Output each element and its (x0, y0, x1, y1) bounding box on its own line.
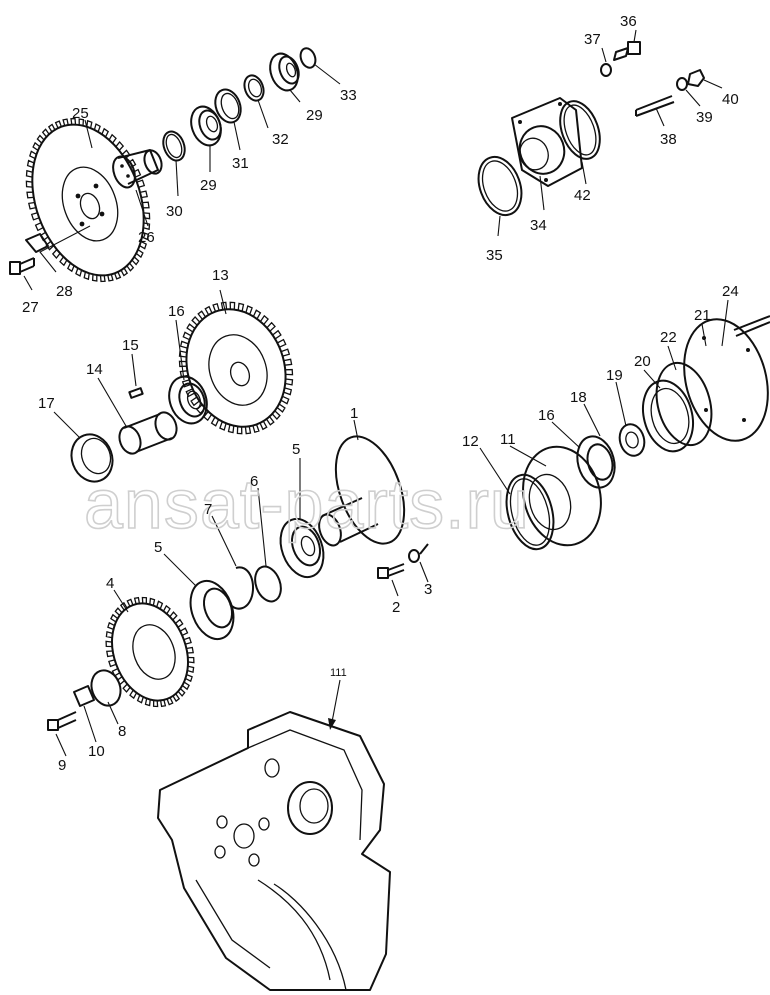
bolt-2-icon (377, 563, 405, 579)
callout-30: 30 (166, 203, 183, 220)
bolt-24-icon (733, 315, 770, 337)
callout-21: 21 (694, 307, 711, 324)
callout-20: 20 (634, 353, 651, 370)
seal-20-icon (642, 379, 694, 453)
callout-15: 15 (122, 337, 139, 354)
callout-28: 28 (56, 283, 73, 300)
callout-16a: 16 (168, 303, 185, 320)
bearing-5b-icon (189, 579, 235, 641)
callout-27: 27 (22, 299, 39, 316)
key-15-icon (128, 387, 144, 399)
callout-6: 6 (250, 473, 258, 490)
bearing-16a-icon (168, 375, 208, 425)
callout-40: 40 (722, 91, 739, 108)
callout-32: 32 (272, 131, 289, 148)
lock-plate-28-icon (25, 233, 49, 253)
callout-13: 13 (212, 267, 229, 284)
o-ring-35-icon (477, 155, 523, 217)
teeth13-teeth (178, 301, 294, 435)
callout-33: 33 (340, 87, 357, 104)
callout-37: 37 (584, 31, 601, 48)
callout-7: 7 (204, 501, 212, 518)
bolt-27-icon (9, 257, 35, 275)
bolt-36-icon (613, 41, 641, 61)
gear-4-icon (105, 596, 195, 708)
bolt-9-icon (47, 711, 77, 731)
lock-washer-10-icon (73, 685, 95, 707)
watermark-text: ansat-parts.ru (84, 465, 530, 543)
callout-22: 22 (660, 329, 677, 346)
spacer-32-icon (243, 74, 265, 102)
callout-25: 25 (72, 105, 89, 122)
callout-31: 31 (232, 155, 249, 172)
snap-ring-7-icon (229, 566, 254, 610)
gear-25-icon (25, 117, 151, 283)
callout-36: 36 (620, 13, 637, 30)
o-ring-42-icon (559, 100, 601, 160)
washer-3-icon (408, 543, 429, 563)
callout-35: 35 (486, 247, 503, 264)
hub-26-icon (112, 149, 163, 189)
flange-1-icon (318, 435, 406, 547)
callout-4: 4 (106, 575, 114, 592)
washer-8-icon (90, 669, 122, 707)
callout-12: 12 (462, 433, 479, 450)
callout-38: 38 (660, 131, 677, 148)
washer-37-icon (600, 63, 612, 77)
housing-cover-34-icon (511, 97, 583, 187)
callout-39: 39 (696, 109, 713, 126)
washer-39-icon (676, 77, 688, 91)
callout-2: 2 (392, 599, 400, 616)
nut-40-icon (687, 69, 705, 87)
spacer-31-icon (214, 88, 242, 124)
housing-111-icon (157, 679, 391, 991)
callout-111: 111 (330, 667, 347, 679)
stud-38-icon (635, 95, 675, 117)
callout-3: 3 (424, 581, 432, 598)
callout-19: 19 (606, 367, 623, 384)
bearing-16b-icon (576, 435, 616, 489)
shaft-14-icon (118, 411, 178, 455)
callout-24: 24 (722, 283, 739, 300)
snap-ring-33-icon (299, 47, 317, 69)
teeth4-teeth (105, 596, 195, 708)
callout-10: 10 (88, 743, 105, 760)
bearing-5a-icon (279, 517, 325, 579)
callout-29b: 29 (306, 107, 323, 124)
bearing-29b-icon (269, 52, 300, 92)
callout-9: 9 (58, 757, 66, 774)
bearing-29a-icon (190, 105, 222, 147)
callout-1: 1 (350, 405, 358, 422)
ring-17-icon (70, 433, 114, 483)
callout-17: 17 (38, 395, 55, 412)
callout-34: 34 (530, 217, 547, 234)
gear-13-icon (178, 301, 294, 435)
callout-29a: 29 (200, 177, 217, 194)
spacer-6-icon (254, 565, 282, 603)
flange-11-icon (522, 445, 602, 547)
callout-14: 14 (86, 361, 103, 378)
callout-18: 18 (570, 389, 587, 406)
callout-16b: 16 (538, 407, 555, 424)
callout-11: 11 (500, 431, 516, 448)
callout-8: 8 (118, 723, 126, 740)
cover-21-icon (683, 318, 769, 442)
callout-26: 26 (138, 229, 155, 246)
callout-labels: 1 2 3 4 5 5 6 7 8 9 10 11 12 13 14 15 16… (22, 13, 739, 774)
snap-ring-30-icon (162, 130, 186, 162)
nut-19-icon (618, 423, 646, 457)
ring-22-icon (655, 361, 713, 447)
o-ring-12-icon (505, 473, 555, 551)
callout-5a: 5 (292, 441, 300, 458)
teeth25-teeth (25, 117, 151, 283)
callout-5b: 5 (154, 539, 162, 556)
callout-42: 42 (574, 187, 591, 204)
